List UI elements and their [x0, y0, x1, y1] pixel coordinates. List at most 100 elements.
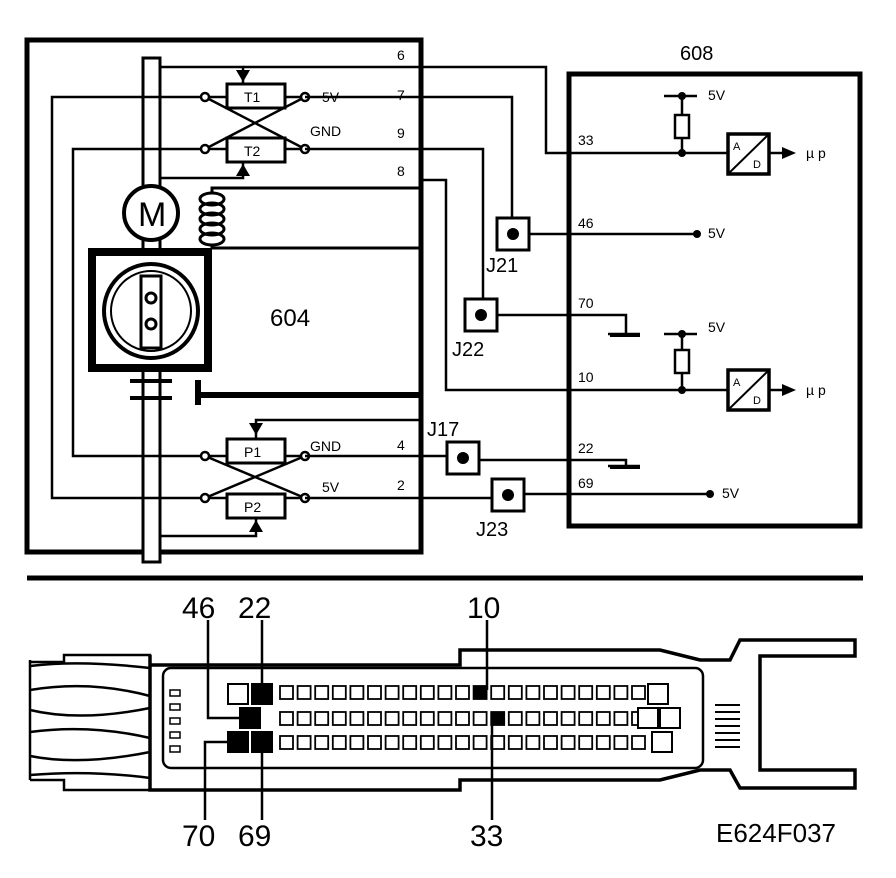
connector-pin	[525, 685, 541, 700]
connector-pin	[543, 685, 558, 700]
ecu-pin69-label: 5V	[722, 485, 740, 501]
svg-text:D: D	[753, 395, 761, 407]
connector-pin	[314, 685, 330, 700]
connector-pin	[402, 711, 418, 726]
connector-pin	[331, 685, 347, 700]
connector-pin	[543, 711, 558, 726]
face-notch	[169, 731, 181, 739]
connector-pin	[595, 685, 611, 700]
p1-ground-label: GND	[310, 438, 341, 454]
connector-pin	[437, 735, 453, 750]
t2-ground-label: GND	[310, 123, 341, 139]
connector-pin	[314, 735, 330, 750]
callout-69: 69	[238, 820, 271, 853]
connector-pin	[455, 711, 470, 726]
connector-pin-large	[659, 707, 681, 729]
connector-pin	[507, 685, 523, 700]
t1-wiper-arrow	[236, 70, 250, 82]
connector-pin	[419, 735, 435, 750]
ecu-ref-mid-label: 5V	[708, 319, 726, 335]
connector-pin	[402, 685, 418, 700]
motor-pin: 9	[397, 125, 405, 141]
sensor-p2-label: P2	[244, 499, 261, 515]
junction-j21: J21	[486, 216, 531, 277]
motor-pin: 7	[397, 87, 405, 103]
connector-pin	[507, 735, 523, 750]
callout-10: 10	[467, 592, 500, 625]
motor-pin: 2	[397, 477, 405, 493]
callout-70: 70	[182, 820, 215, 853]
sensor-t1-label: T1	[244, 89, 261, 105]
latch-ribs	[715, 704, 740, 748]
motor-unit-frame	[24, 37, 424, 555]
connector-pin	[437, 711, 453, 726]
connector-pin-large	[637, 707, 659, 729]
ref-resistor-mid	[673, 348, 691, 375]
pin-grid	[169, 683, 681, 753]
ecu-pin: 70	[578, 295, 594, 311]
connector-pin	[455, 735, 470, 750]
svg-text:D: D	[753, 159, 761, 171]
face-notch	[169, 717, 181, 725]
coil-wire	[210, 186, 421, 250]
control-unit-label: 608	[680, 43, 713, 65]
connector-pin	[490, 685, 506, 700]
connector-pin	[331, 735, 347, 750]
p-sensor-wiring	[160, 418, 421, 538]
motor-unit-604: 604 M T1 T2	[24, 37, 424, 564]
connector-pin	[472, 711, 488, 726]
connector-pin	[367, 685, 382, 700]
connector-pin	[384, 711, 400, 726]
connector-pin	[525, 711, 541, 726]
motor-pin: 4	[397, 437, 405, 453]
connector-pin	[331, 711, 347, 726]
ecu-pin: 10	[578, 369, 594, 385]
connector-pin	[419, 685, 435, 700]
p2-left-node	[199, 492, 211, 504]
connector-pin	[296, 685, 312, 700]
connector-pin	[595, 735, 611, 750]
connector-pin	[560, 685, 576, 700]
figure-code: E624F037	[716, 818, 836, 848]
gear-pin-top	[144, 291, 158, 305]
junction-j17-label: J17	[427, 419, 459, 441]
junction-j22-label: J22	[452, 339, 484, 361]
connector-pin	[279, 735, 294, 750]
ecu-pin: 33	[578, 132, 594, 148]
motor-pin: 6	[397, 47, 405, 63]
connector-pin	[367, 711, 382, 726]
connector-pin	[472, 735, 488, 750]
node	[678, 330, 686, 338]
motor-pin-numbers: 6 7 9 8 4 2	[397, 47, 405, 493]
node	[678, 92, 686, 100]
connector-pin-large	[651, 731, 673, 753]
node	[693, 230, 701, 238]
connector-pin	[349, 735, 365, 750]
junction-j17: J17	[427, 419, 481, 476]
output-arrow-mid	[782, 384, 796, 396]
callout-22: 22	[238, 592, 271, 625]
junction-j23-label: J23	[476, 519, 508, 541]
connector-pin-large	[647, 683, 669, 705]
t2-wiper-arrow	[236, 164, 250, 176]
connector-pin	[595, 711, 611, 726]
ad-converter-mid: A D	[726, 368, 771, 412]
motor-pin: 8	[397, 163, 405, 179]
junction-j21-label: J21	[486, 255, 518, 277]
ecu-ref-top-label: 5V	[708, 87, 726, 103]
connector-pin	[402, 735, 418, 750]
control-unit-frame	[566, 71, 863, 529]
t1-left-node	[199, 91, 211, 103]
ecu-pin: 46	[578, 215, 594, 231]
ad-converter-top: A D	[726, 132, 771, 176]
junction-j22: J22	[452, 297, 499, 361]
t2-left-node	[199, 143, 211, 155]
connector-pin	[578, 711, 594, 726]
motor-symbol-letter: M	[138, 196, 166, 234]
callout-46: 46	[182, 592, 215, 625]
p1-wiper-arrow	[249, 423, 263, 435]
connector-pin	[296, 711, 312, 726]
connector-pin	[525, 735, 541, 750]
connector-pin	[613, 711, 629, 726]
connector-pin	[560, 735, 576, 750]
